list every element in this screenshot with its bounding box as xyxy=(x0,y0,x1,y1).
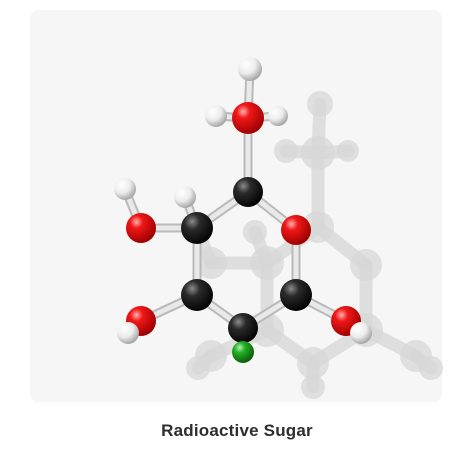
molecule-shadow xyxy=(183,91,443,399)
shadow-atom xyxy=(301,136,335,170)
atom-h-o4 xyxy=(114,178,136,200)
atom-o6 xyxy=(232,102,264,134)
atom-h-o6 xyxy=(238,57,262,81)
atom-h-c6b xyxy=(268,106,288,126)
shadow-atom xyxy=(307,91,333,117)
atom-group xyxy=(114,57,372,363)
shadow-atom xyxy=(297,347,329,379)
atom-o4 xyxy=(126,213,156,243)
shadow-atom xyxy=(350,249,382,281)
shadow-atom xyxy=(419,356,443,380)
shadow-atom xyxy=(243,220,267,244)
atom-h-o1 xyxy=(350,322,372,344)
atom-c5 xyxy=(181,212,213,244)
figure-caption: Radioactive Sugar xyxy=(161,421,313,440)
atom-c6 xyxy=(233,177,263,207)
shadow-atom xyxy=(250,246,284,280)
atom-label-atom xyxy=(232,341,254,363)
atom-h-c6a xyxy=(205,105,227,127)
atom-h-c4 xyxy=(174,186,196,208)
atom-c2 xyxy=(280,279,312,311)
shadow-atom xyxy=(337,140,359,162)
shadow-atom xyxy=(301,375,325,399)
atom-o-ring xyxy=(281,215,311,245)
shadow-atom xyxy=(195,247,227,279)
atom-c3 xyxy=(228,313,258,343)
atom-c4 xyxy=(181,279,213,311)
shadow-atom xyxy=(186,356,210,380)
atom-h-o3 xyxy=(117,322,139,344)
shadow-atom xyxy=(274,139,298,163)
backdrop xyxy=(30,10,442,402)
